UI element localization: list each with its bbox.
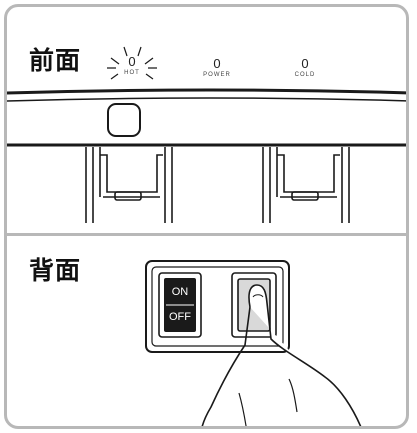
hot-indicator: 0 HOT xyxy=(102,55,162,77)
front-panel-illustration xyxy=(7,46,406,223)
power-indicator-light: 0 xyxy=(213,56,221,71)
power-indicator-label: POWER xyxy=(203,72,231,78)
left-faucet xyxy=(85,147,173,223)
cold-indicator-light: 0 xyxy=(301,56,309,71)
switch-plate xyxy=(145,260,290,353)
cold-indicator: 0 COLD xyxy=(275,57,335,79)
back-section-title: 背面 xyxy=(29,256,82,285)
switch-off-label: OFF xyxy=(169,311,191,323)
hot-indicator-label: HOT xyxy=(124,70,140,76)
hand-pointer-icon xyxy=(248,284,362,426)
dispense-button[interactable] xyxy=(107,103,141,137)
instruction-panel: 前面 xyxy=(4,4,409,429)
reset-switch[interactable] xyxy=(237,278,271,332)
hot-indicator-light: 0 xyxy=(128,54,136,69)
section-divider xyxy=(7,233,406,236)
right-faucet xyxy=(262,147,350,223)
switch-on-label: ON xyxy=(171,286,189,298)
cold-indicator-label: COLD xyxy=(294,72,316,78)
power-indicator: 0 POWER xyxy=(187,57,247,79)
blink-rays-icon xyxy=(107,46,157,80)
front-section-title: 前面 xyxy=(29,46,82,75)
